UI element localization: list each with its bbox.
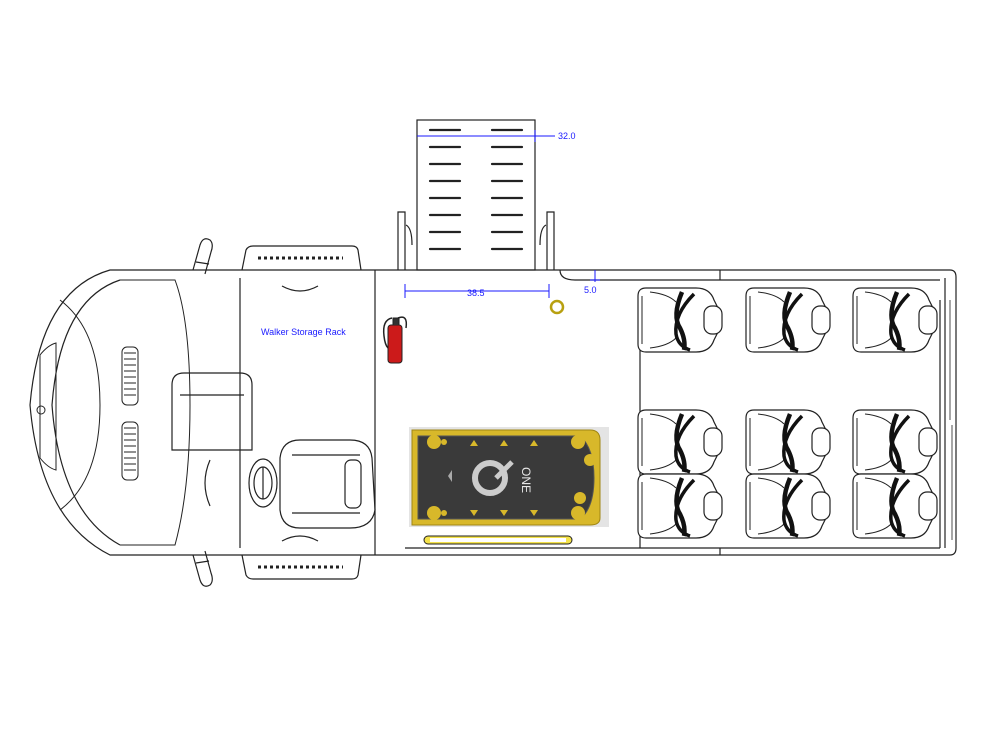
fire-extinguisher-icon — [382, 316, 408, 364]
platform-brand-text: ONE — [519, 467, 533, 493]
mirror-bottom — [192, 550, 213, 587]
platform-arrows — [448, 440, 538, 516]
one-logo-icon — [472, 460, 514, 496]
passenger-seat — [637, 287, 723, 353]
center-console — [171, 372, 253, 451]
dimension-offset — [590, 270, 600, 282]
passenger-seat — [852, 473, 938, 539]
passenger-seat — [745, 473, 831, 539]
passenger-seat — [637, 409, 723, 475]
dimension-ramp-width — [417, 130, 555, 142]
van-body — [29, 269, 957, 556]
wheelchair-ramp — [397, 119, 555, 271]
passenger-seat — [637, 473, 723, 539]
dimension-offset-value: 5.0 — [584, 285, 597, 295]
walker-storage-label: Walker Storage Rack — [261, 327, 346, 337]
floor-grab-rail — [423, 535, 573, 545]
mirror-top — [192, 238, 213, 275]
docking-platform: ONE — [409, 427, 609, 527]
passenger-seat — [852, 409, 938, 475]
front-hood — [36, 279, 191, 546]
step-top — [241, 245, 362, 292]
grab-handle-ring — [549, 299, 565, 315]
dimension-door-opening-value: 38.5 — [467, 288, 485, 298]
dimension-door-opening — [404, 284, 550, 298]
driver-seat — [204, 439, 376, 529]
passenger-seat — [852, 287, 938, 353]
platform-markers — [427, 435, 596, 520]
step-bottom — [241, 535, 362, 580]
passenger-seat — [745, 409, 831, 475]
passenger-seat — [745, 287, 831, 353]
ramp-slats — [428, 128, 524, 251]
steering-wheel — [248, 458, 278, 508]
grille-slats-lower — [124, 427, 136, 471]
passenger-seats — [637, 287, 938, 539]
grille-slats-upper — [124, 352, 136, 396]
dimension-ramp-width-value: 32.0 — [558, 131, 576, 141]
